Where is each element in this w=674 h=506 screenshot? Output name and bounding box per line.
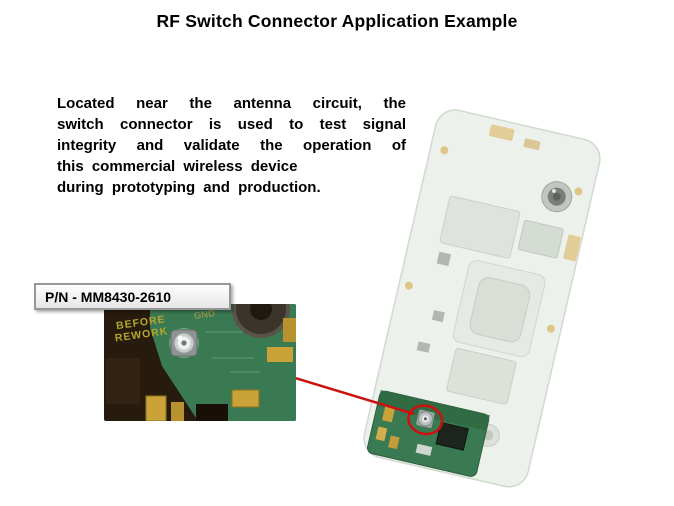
chip-component — [517, 219, 564, 259]
description-line: Located near the antenna circuit, the — [57, 95, 406, 112]
pcb-label-gnd: GND — [193, 308, 216, 322]
part-number-label: P/N - MM8430-2610 — [45, 288, 172, 305]
gold-test-point — [440, 146, 449, 155]
gold-pad — [171, 402, 184, 421]
description-line: this commercial wireless device — [57, 158, 298, 175]
camera-glint — [551, 188, 556, 193]
gold-pad — [283, 318, 296, 342]
smd-chip — [436, 251, 452, 267]
switch-connector-pin — [423, 417, 427, 421]
photo-shadow-area — [106, 358, 140, 404]
pcb-traces — [205, 331, 260, 373]
gold-edge-connector — [563, 234, 581, 262]
description-line: switch connector is used to test signal — [57, 116, 406, 133]
inset-pcb-photo: BEFORE REWORK GND — [104, 304, 296, 421]
board-top-connector — [489, 124, 515, 141]
gold-pad — [388, 435, 400, 450]
gold-test-point — [574, 187, 583, 196]
gold-pad — [145, 395, 167, 421]
sim-holder-inner — [469, 277, 531, 343]
rf-shield — [439, 195, 521, 259]
phone-pcb-photo — [363, 109, 601, 488]
camera-aperture — [552, 192, 561, 201]
phone-pcb-faded-section — [363, 109, 601, 488]
smd-chip — [431, 309, 445, 323]
slide-title: RF Switch Connector Application Example — [156, 11, 518, 31]
smd-chip — [416, 341, 431, 353]
rf-shield — [446, 348, 517, 405]
gold-pad — [375, 426, 388, 442]
connector-glint — [177, 335, 183, 341]
gold-test-point — [546, 324, 555, 333]
smd-component — [415, 443, 433, 456]
ic-chip — [435, 421, 469, 451]
gold-pad — [382, 405, 396, 423]
gold-test-point — [404, 281, 413, 290]
gold-pad — [231, 389, 260, 408]
capacitor-center — [250, 304, 272, 320]
antenna-board-shadow — [377, 390, 490, 431]
dark-component — [196, 404, 228, 421]
board-top-component — [523, 138, 541, 151]
gold-pad — [267, 347, 293, 362]
description-line: integrity and validate the operation of — [57, 137, 406, 154]
connector-highlight-circle — [407, 404, 444, 436]
part-number-callout: P/N - MM8430-2610 — [34, 283, 231, 310]
switch-connector-pin-closeup — [181, 340, 187, 346]
description-paragraph: Located near the antenna circuit, the sw… — [57, 93, 406, 198]
description-line: during prototyping and production. — [57, 179, 321, 196]
